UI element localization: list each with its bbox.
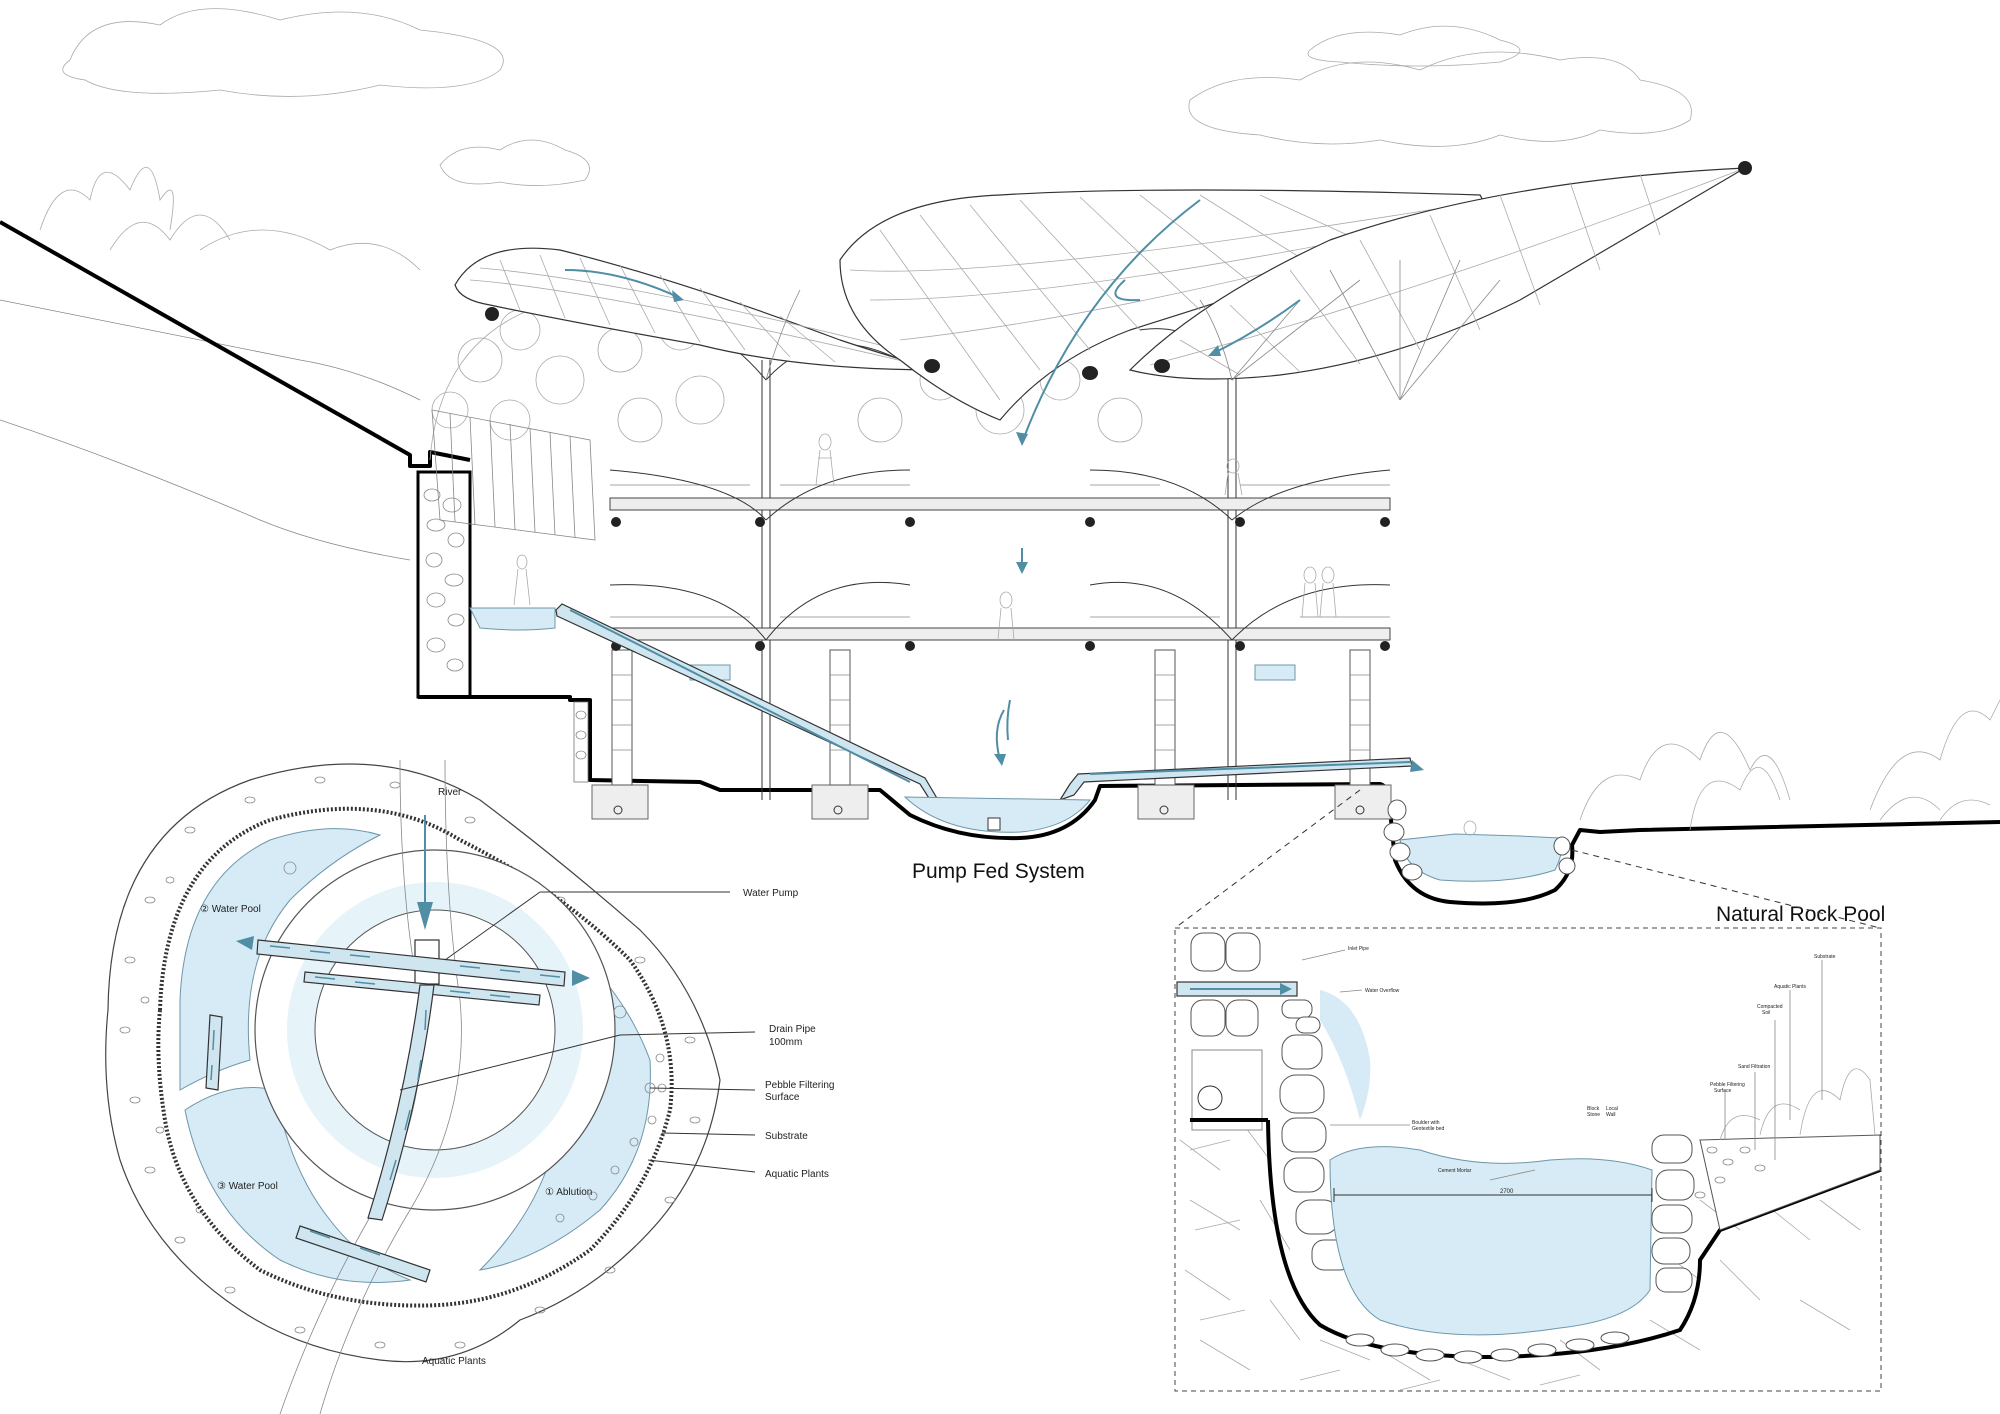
- detail-plants: [1719, 1068, 1876, 1141]
- detail-boulder-label: Boulder with: [1412, 1120, 1440, 1126]
- detail-inlet-pipe-label: Inlet Pipe: [1348, 946, 1369, 952]
- callout-drain-pipe: Drain Pipe: [769, 1024, 816, 1035]
- aquatic-plants-bottom-label: Aquatic Plants: [422, 1356, 486, 1367]
- river-label: River: [438, 787, 462, 798]
- detail-boulder-label-2: Geotextile bed: [1412, 1126, 1444, 1132]
- detail-callout-leaders: [1301, 949, 1823, 1181]
- callout-drain-pipe-size: 100mm: [769, 1037, 802, 1048]
- clouds: [62, 8, 1692, 186]
- foundations: [591, 784, 1392, 820]
- retaining-wall-stones: [423, 488, 465, 672]
- natural-rock-pool-title: Natural Rock Pool: [1716, 903, 1885, 926]
- callout-water-pump: Water Pump: [743, 888, 799, 899]
- right-vegetation: [1579, 699, 2000, 831]
- detail-pool-bottom-stones: [1345, 1331, 1630, 1364]
- detail-pebble-layer: [1694, 1146, 1766, 1199]
- detail-cement-mortar-label: Cement Mortar: [1438, 1168, 1472, 1174]
- detail-stone-label: Stone: [1587, 1112, 1600, 1118]
- ablution-label: ① Ablution: [545, 1187, 592, 1198]
- detail-aquatic-plants-label: Aquatic Plants: [1774, 984, 1806, 990]
- canopy-joints: [924, 359, 1170, 380]
- outer-pebbles: [119, 776, 701, 1349]
- water-pool-3-label: ③ Water Pool: [217, 1181, 278, 1192]
- timber-screen: [431, 409, 596, 541]
- callout-substrate: Substrate: [765, 1131, 808, 1142]
- plan-pipes: [205, 936, 590, 1283]
- upper-basin: [469, 607, 556, 631]
- detail-pebble-surface-label: Surface: [1714, 1088, 1731, 1094]
- callout-pebble-surface: Surface: [765, 1092, 800, 1103]
- canopy-flow-arrows: [564, 199, 1301, 766]
- people-figures: [513, 433, 1337, 641]
- detail-stone-wall: [1190, 932, 1695, 1293]
- canopy-struts: [765, 259, 1501, 401]
- detail-compacted-soil-label-2: Soil: [1762, 1010, 1770, 1016]
- detail-water-overflow-label: Water Overflow: [1365, 988, 1400, 994]
- pool-width-dimension: 2700: [1500, 1189, 1514, 1195]
- detail-block-label: Block: [1587, 1106, 1600, 1112]
- floor-slabs: [609, 484, 1391, 651]
- water-pool-2: [179, 828, 382, 1091]
- water-pool-2-label: ② Water Pool: [200, 904, 261, 915]
- detail-pool-water: [1329, 1146, 1653, 1336]
- detail-local-label: Local: [1606, 1106, 1618, 1112]
- columns: [761, 360, 1237, 800]
- ground-line-hill: [0, 220, 471, 468]
- stone-piers: [611, 649, 1371, 786]
- pump-fed-system-title: Pump Fed System: [912, 860, 1085, 883]
- rock-pool-detail: 2700: [1174, 927, 1882, 1392]
- ground-pad-stones: [573, 701, 589, 783]
- pool-plan: [105, 759, 756, 1414]
- detail-wall-label: Wall: [1606, 1112, 1616, 1118]
- detail-pebble-filtering-label: Pebble Filtering: [1710, 1082, 1745, 1088]
- section-rock-pool: [1383, 799, 1576, 882]
- section-drawing: [0, 161, 2000, 906]
- central-basin: [903, 796, 1092, 833]
- detail-compacted-soil-label: Compacted: [1757, 1004, 1783, 1010]
- detail-sand-filtration-label: Sand Filtration: [1738, 1064, 1770, 1070]
- callout-aquatic-plants: Aquatic Plants: [765, 1169, 829, 1180]
- detail-projection-lines: [1174, 789, 1881, 929]
- callout-pebble-filtering: Pebble Filtering: [765, 1080, 834, 1091]
- plan-callout-leaders: [399, 891, 756, 1173]
- detail-substrate-label: Substrate: [1814, 954, 1836, 960]
- hill-vegetation: [39, 167, 421, 271]
